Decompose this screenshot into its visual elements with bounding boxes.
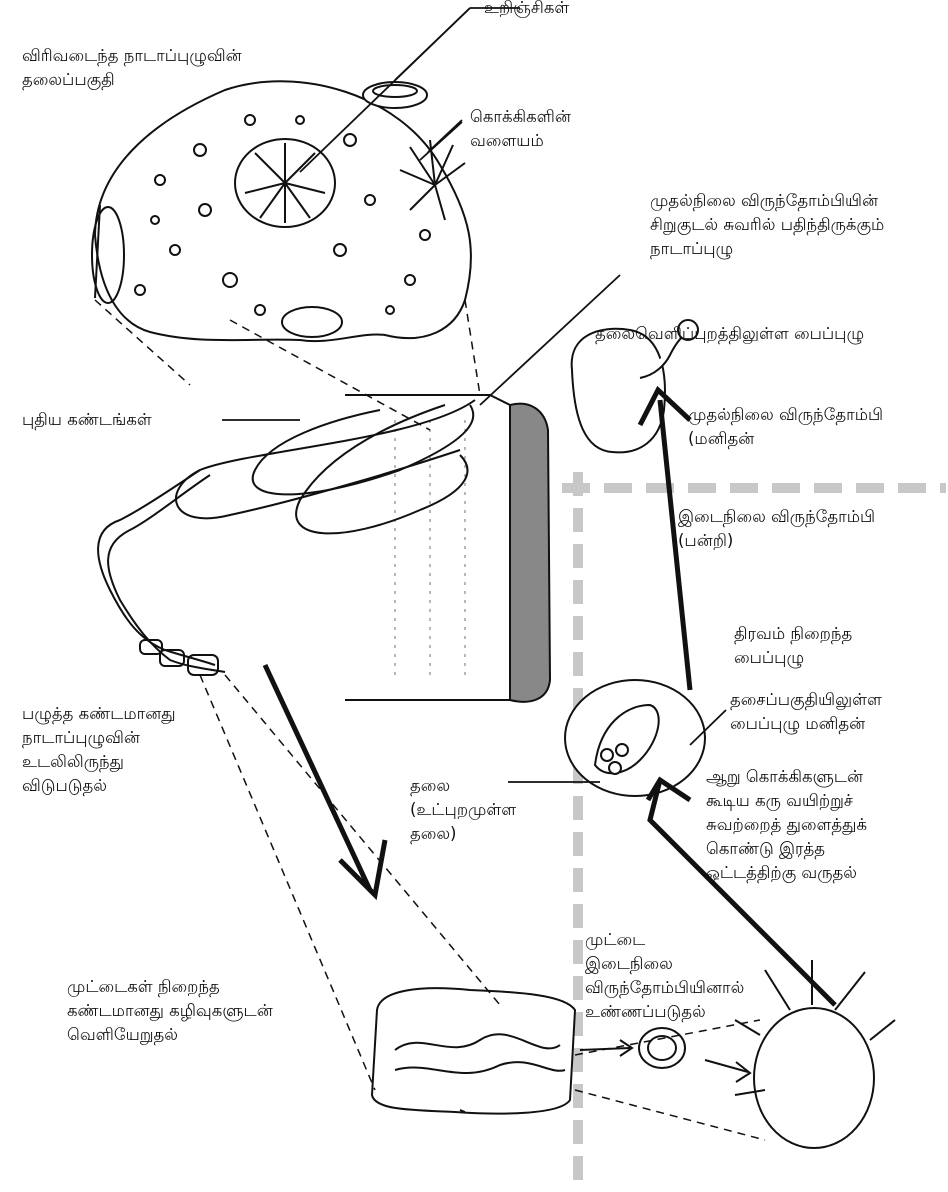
label-mature-segment: பழுத்த கண்டமானது நாடாப்புழுவின் உடலிலிரு… xyxy=(22,702,176,798)
label-intermediate-host: இடைநிலை விருந்தோம்பி (பன்றி) xyxy=(678,505,875,553)
label-everted-cyst: தலைவெளிப்புறத்திலுள்ள பைப்புழு xyxy=(595,322,864,346)
label-suckers: உறிஞ்சிகள் xyxy=(484,0,569,20)
label-tapeworm-in-intestine: முதல்நிலை விருந்தோம்பியின் சிறுகுடல் சுவ… xyxy=(650,189,884,261)
label-muscle-cyst: தசைப்பகுதியிலுள்ள பைப்புழு மனிதன் xyxy=(730,688,882,736)
intestine-illustration xyxy=(98,395,550,702)
muscle-cyst-illustration xyxy=(565,680,705,796)
label-new-segments: புதிய கண்டங்கள் xyxy=(22,408,152,432)
label-hook-ring: கொக்கிகளின் வளையம் xyxy=(470,105,571,153)
label-fluid-cyst: திரவம் நிறைந்த பைப்புழு xyxy=(734,622,852,670)
label-primary-host: முதல்நிலை விருந்தோம்பி (மனிதன் xyxy=(688,403,883,451)
label-segment-egg-release: முட்டைகள் நிறைந்த கண்டமானது கழிவுகளுடன் … xyxy=(67,975,273,1047)
label-head-inverted: தலை (உட்புறமுள்ள தலை) xyxy=(410,774,516,846)
cycle-arrows xyxy=(265,390,835,1082)
label-hexacanth: ஆறு கொக்கிகளுடன் கூடிய கரு வயிற்றுச் சுவ… xyxy=(706,765,867,885)
label-scolex-expanded: விரிவடைந்த நாடாப்புழுவின் தலைப்பகுதி xyxy=(22,44,242,92)
label-egg-eaten: முட்டை இடைநிலை விருந்தோம்பியினால் உண்ணப்… xyxy=(585,928,744,1024)
scolex-illustration xyxy=(92,81,471,341)
